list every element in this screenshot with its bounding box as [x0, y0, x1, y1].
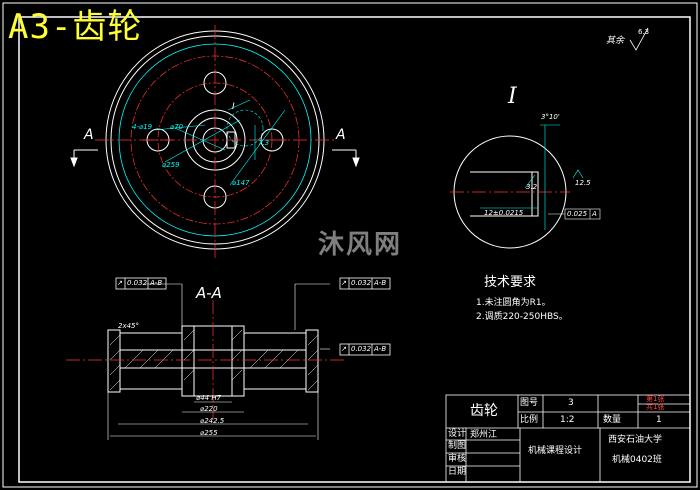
section-view-label: A-A	[196, 284, 222, 302]
qty-label: 数量	[603, 415, 622, 425]
dim-chamfer: 2x45°	[118, 322, 140, 330]
detail-width: 12±0.0215	[484, 209, 524, 217]
dim-phi220: ⌀220	[200, 405, 218, 413]
row-draw: 制图	[448, 441, 467, 451]
section-mark-left: A	[84, 127, 94, 143]
dim-holes: 4-⌀19	[132, 123, 153, 131]
tol-2-value: 0.032	[351, 279, 372, 287]
school-name: 西安石油大学	[608, 435, 663, 445]
tol-2-symbol: ↗	[341, 279, 347, 287]
detail-roughness-2: 12.5	[575, 179, 591, 187]
tol-2-datum: A-B	[374, 279, 387, 287]
section-dimension-lines	[107, 283, 330, 440]
tol-3-value: 0.032	[351, 345, 372, 353]
tech-requirements-title: 技术要求	[484, 275, 537, 290]
surface-note-label: 其余	[606, 36, 625, 46]
row-design: 设计	[448, 429, 467, 439]
section-hatching	[109, 329, 319, 391]
detail-annotations	[480, 124, 601, 230]
surface-roughness-symbol	[629, 27, 649, 51]
dim-phi259: ⌀259	[162, 161, 180, 169]
surface-note-value: 6.3	[638, 28, 650, 36]
designer-name: 郑州江	[470, 430, 498, 440]
scale-value: 1:2	[560, 415, 575, 425]
dim-phi70: ⌀70	[170, 123, 184, 131]
sheet-number: 第1张	[646, 395, 665, 403]
tol-1-symbol: ↗	[117, 279, 123, 287]
drawing-no: 3	[568, 398, 574, 408]
sheet-title: A3-齿轮	[8, 7, 143, 47]
detail-tol-value: 0.025	[567, 210, 588, 218]
tech-requirement-item: 2.调质220-250HBS。	[476, 312, 568, 322]
tol-1-datum: A-B	[150, 279, 163, 287]
tech-requirement-item: 1.未注圆角为R1。	[476, 298, 551, 308]
section-arrows	[70, 149, 360, 168]
scale-label: 比例	[520, 415, 539, 425]
detail-angle: 3°10'	[541, 113, 560, 121]
front-view-dimensions	[154, 99, 286, 186]
tol-3-symbol: ↗	[341, 345, 347, 353]
detail-roughness: 3.2	[526, 183, 538, 191]
class-name: 机械0402班	[612, 455, 662, 465]
row-date: 日期	[448, 467, 467, 477]
section-centerlines	[66, 300, 345, 420]
detail-label: I	[508, 84, 517, 109]
tolerance-frame-boxes	[115, 277, 391, 356]
dim-phi242: ⌀242.5	[200, 417, 225, 425]
title-block-grid	[445, 394, 691, 483]
front-view-centerlines	[95, 25, 335, 258]
dim-phi147: ⌀147	[232, 179, 250, 187]
dim-keyway: 7.3	[258, 139, 270, 147]
dim-bore: ⌀44 H7	[196, 394, 222, 402]
detail-tol-datum: A	[592, 210, 597, 218]
part-name: 齿轮	[470, 403, 498, 419]
sheet-total: 共1张	[646, 403, 665, 411]
qty-value: 1	[656, 415, 662, 425]
row-check: 审核	[448, 454, 467, 464]
inner-border	[18, 16, 691, 483]
tol-3-datum: A-B	[374, 345, 387, 353]
drawing-no-label: 图号	[520, 398, 539, 408]
tol-1-value: 0.032	[127, 279, 148, 287]
dim-phi255: ⌀255	[200, 429, 218, 437]
section-mark-right: A	[336, 127, 346, 143]
watermark: 沐风网	[318, 230, 403, 260]
dim-detail-ref: I	[232, 102, 235, 112]
course-name: 机械课程设计	[528, 446, 583, 456]
